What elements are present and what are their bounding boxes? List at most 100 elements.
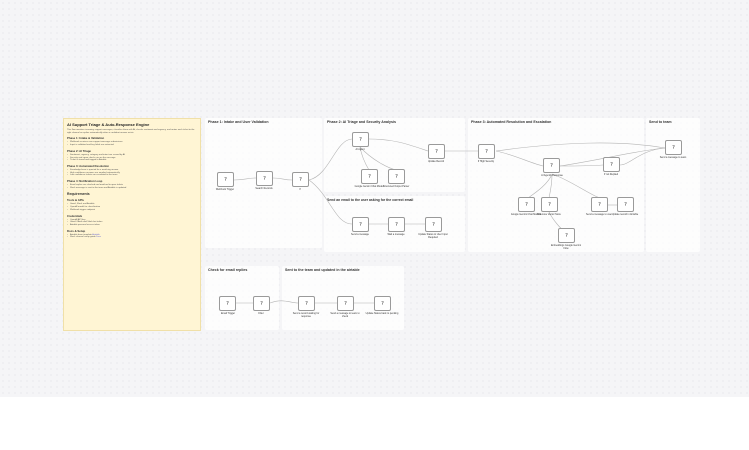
structured-output-parser-node[interactable]: ? <box>388 169 405 184</box>
question-icon: ? <box>548 201 551 208</box>
question-icon: ? <box>565 232 568 239</box>
canvas-bottom-area <box>0 397 749 450</box>
sticky-bullet: Security and spam checks run on the mess… <box>67 157 197 160</box>
sticky-bullet: Airtable personal access token <box>67 224 197 227</box>
airtable-link[interactable]: Airtable <box>92 233 100 236</box>
send-message-user-node[interactable]: ? <box>591 197 608 212</box>
gemini-chat-model-1-node[interactable]: ? <box>518 197 535 212</box>
node-label: Update Status to User Input Required <box>418 233 448 239</box>
node-label: Search Records <box>255 187 273 190</box>
node-label: Send a record waiting for response <box>292 312 320 318</box>
email-trigger-node[interactable]: ? <box>219 296 236 311</box>
search-records-node[interactable]: ? <box>256 171 273 186</box>
group-title: Sent to the team and updated in the airt… <box>285 268 360 272</box>
sticky-bullet: Low confidence tickets are escalated to … <box>67 174 197 177</box>
sticky-bullet: Email replies are checked and matched to… <box>67 184 197 187</box>
node-label: Send a message to team to check <box>330 312 360 318</box>
sticky-intro: This flow monitors incoming support mess… <box>67 129 195 134</box>
sticky-req-heading: Tools & APIs <box>67 198 84 203</box>
if-high-severity-node[interactable]: ? <box>478 144 495 159</box>
node-label: Update record in Airtable <box>611 213 639 216</box>
sticky-bullet: Input is validated and key fields are ex… <box>67 144 197 147</box>
group-send-team[interactable]: Send to team <box>646 118 700 252</box>
question-icon: ? <box>624 201 627 208</box>
wait-message-node[interactable]: ? <box>388 217 405 232</box>
if-node[interactable]: ? <box>292 172 309 187</box>
update-status-input-node[interactable]: ? <box>425 217 442 232</box>
pinecone-vector-store-node[interactable]: ? <box>541 197 558 212</box>
sticky-title: AI Support Triage & Auto-Response Engine <box>67 122 150 127</box>
node-label: If High Severity <box>477 160 495 163</box>
group-title: Send to team <box>649 120 672 124</box>
sticky-bullet: Knowledge base is queried for a matching… <box>67 169 197 172</box>
sticky-bullet: Gmail, Slack and Airtable <box>67 203 197 206</box>
sticky-section-heading: Phase 4: Notification Loop <box>67 179 103 184</box>
gemini-chat-model-node[interactable]: ? <box>361 169 378 184</box>
question-icon: ? <box>260 300 263 307</box>
question-icon: ? <box>395 173 398 180</box>
node-label: Update Record <box>427 160 445 163</box>
node-label: Embeddings Google Gemini Flow <box>551 244 581 250</box>
sticky-requirements-title: Requirements <box>67 192 90 197</box>
filter-node[interactable]: ? <box>253 296 270 311</box>
sticky-req-heading: Docs & Setup <box>67 228 86 233</box>
group-title: Phase 1: Intake and User Validation <box>208 120 269 124</box>
node-label: Structured Output Parser <box>382 185 410 188</box>
sticky-req-heading: Credentials <box>67 213 83 218</box>
sticky-bullet-text: Airtable base template <box>70 233 93 236</box>
question-icon: ? <box>299 176 302 183</box>
ai-agent-response-node[interactable]: ? <box>543 158 560 173</box>
sticky-bullet-text: Slack channel setup guide <box>70 236 97 239</box>
question-icon: ? <box>395 221 398 228</box>
update-record-node[interactable]: ? <box>428 144 445 159</box>
sticky-bullet: Ticket is stored and tagged in Airtable <box>67 159 197 162</box>
group-title: Phase 2: AI Triage and Security Analysis <box>327 120 397 124</box>
question-icon: ? <box>226 300 229 307</box>
record-waiting-node[interactable]: ? <box>298 296 315 311</box>
webhook-trigger-node[interactable]: ? <box>217 172 234 187</box>
group-title: Phase 3: Automated Resolution and Escala… <box>471 120 552 124</box>
sticky-bullet: Airtable base template Airtable <box>67 234 197 237</box>
node-label: Send a message to team <box>659 156 687 159</box>
node-label: Google Gemini Chat Model <box>354 185 384 188</box>
send-message-node[interactable]: ? <box>352 217 369 232</box>
node-label: AI Agent1 Response <box>541 174 563 177</box>
node-label: AI Agent <box>355 148 365 151</box>
node-label: Filter <box>258 312 264 315</box>
sticky-bullet: Webhook receives new support message sub… <box>67 141 197 144</box>
question-icon: ? <box>672 144 675 151</box>
question-icon: ? <box>359 221 362 228</box>
sticky-bullet: Gmail OAuth and Slack bot token <box>67 221 197 224</box>
node-label: Google Gemini Chat Model1 <box>510 213 542 216</box>
node-label: Update Status back to pending <box>365 312 399 315</box>
sticky-bullet: Slack message is sent to the team and Ai… <box>67 187 197 190</box>
question-icon: ? <box>368 173 371 180</box>
sticky-section-heading: Phase 1: Intake & Validation <box>67 136 105 141</box>
update-status-pending-node[interactable]: ? <box>374 296 391 311</box>
question-icon: ? <box>610 161 613 168</box>
sticky-bullet: High confidence answers are emailed auto… <box>67 172 197 175</box>
sticky-bullet: OpenAI API key <box>67 219 197 222</box>
embeddings-gemini-node[interactable]: ? <box>558 228 575 243</box>
node-label: Email Trigger <box>220 312 236 315</box>
group-title: Send an email to the user asking for the… <box>327 198 414 202</box>
sticky-note[interactable]: AI Support Triage & Auto-Response Engine… <box>63 118 201 331</box>
ai-agent-node[interactable]: ? <box>352 132 369 147</box>
message-team-check-node[interactable]: ? <box>337 296 354 311</box>
node-label: Pinecone Vector Store <box>537 213 561 216</box>
node-label: If <box>299 188 301 191</box>
sticky-bullet: Sentiment, urgency, category and intent … <box>67 154 197 157</box>
node-label: Send a message to user <box>586 213 612 216</box>
question-icon: ? <box>344 300 347 307</box>
send-message-team-node[interactable]: ? <box>665 140 682 155</box>
sticky-section-heading: Phase 2: AI Triage <box>67 148 91 153</box>
node-label: Wait a message <box>387 233 405 236</box>
question-icon: ? <box>263 175 266 182</box>
group-phase3[interactable]: Phase 3: Automated Resolution and Escala… <box>468 118 644 252</box>
if-not-replied-node[interactable]: ? <box>603 157 620 172</box>
question-icon: ? <box>432 221 435 228</box>
update-record-airtable-node[interactable]: ? <box>617 197 634 212</box>
group-title: Check for email replies <box>208 268 248 272</box>
docs-link[interactable]: Docs <box>96 236 102 239</box>
node-label: Send a message <box>351 233 369 236</box>
